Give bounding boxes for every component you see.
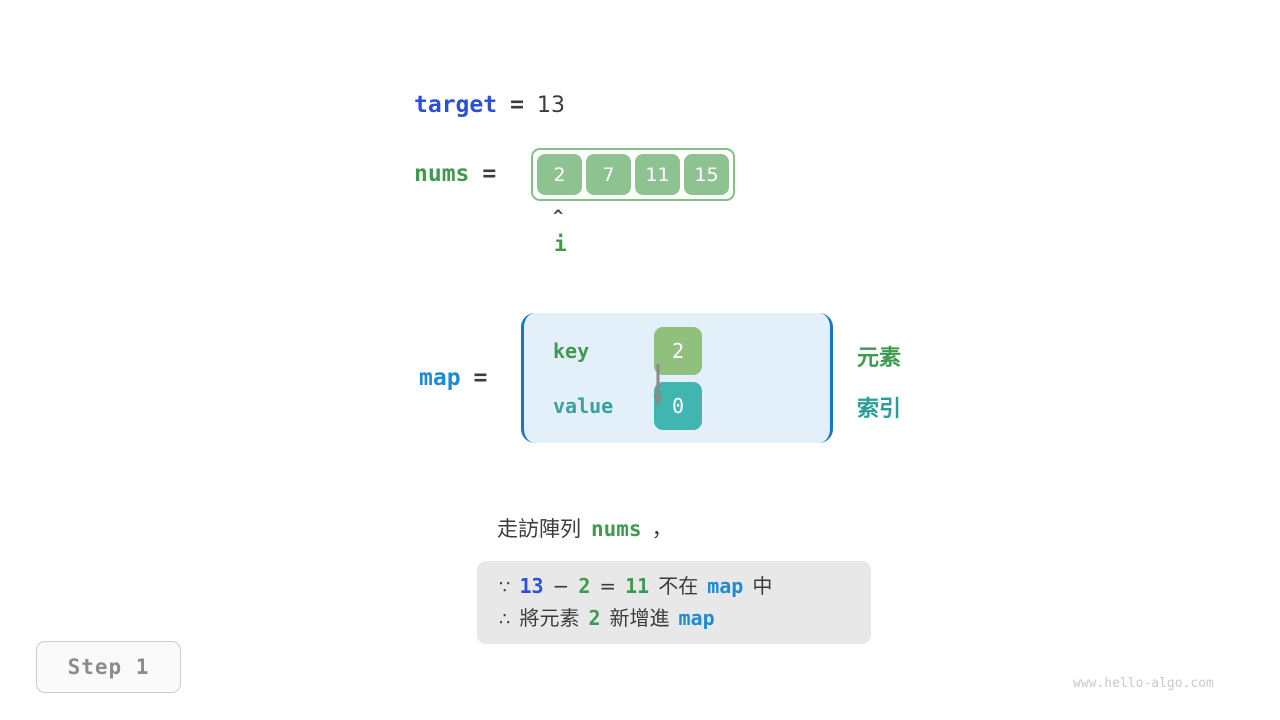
index-pointer-caret-icon: ^: [553, 207, 564, 227]
explanation-minus-operator: −: [552, 574, 570, 599]
key-to-value-arrow-icon: [653, 364, 663, 406]
array-cell-0: 2: [537, 154, 582, 195]
explanation-not-in-text: 不在: [658, 574, 699, 599]
explanation-insert-text: 新增進: [609, 605, 670, 630]
map-value-row: value 0: [524, 381, 830, 430]
explanation-add-element-text: 將元素: [519, 605, 580, 630]
explanation-complement-value: 11: [625, 574, 650, 599]
array-cell-1: 7: [586, 154, 631, 195]
index-pointer-label: i: [554, 232, 567, 256]
map-entry-key-0: 2: [654, 326, 702, 375]
caption-suffix: ，: [651, 517, 673, 541]
map-value-label: value: [553, 393, 614, 418]
explanation-element-value: 2: [578, 574, 591, 599]
explanation-in-suffix: 中: [752, 574, 773, 599]
nums-variable-label: nums: [414, 161, 470, 187]
map-entry-value-0: 0: [654, 381, 702, 430]
explanation-added-element-value: 2: [588, 605, 601, 630]
explanation-map-ref-2: map: [678, 605, 715, 630]
watermark: www.hello-algo.com: [1073, 676, 1214, 691]
map-row-label: map =: [419, 365, 487, 391]
map-container: key 2 value 0: [521, 313, 833, 443]
explanation-map-ref-1: map: [707, 574, 744, 599]
target-variable-label: target: [414, 92, 498, 118]
map-side-note-element: 元素: [857, 346, 902, 371]
caption-prefix: 走訪陣列: [497, 517, 581, 541]
array-cell-3: 15: [684, 154, 729, 195]
map-side-note-index: 索引: [857, 397, 902, 422]
map-rows: key 2 value 0: [524, 313, 830, 443]
therefore-symbol-icon: ∴: [499, 608, 511, 630]
map-variable-label: map: [419, 365, 461, 391]
explanation-target-value: 13: [519, 574, 544, 599]
target-equals-sign: =: [510, 92, 524, 118]
map-key-row: key 2: [524, 326, 830, 375]
map-equals-sign: =: [473, 365, 488, 391]
target-value: 13: [536, 93, 565, 118]
explanation-line-2: ∴ 將元素 2 新增進 map: [499, 605, 849, 632]
target-row: target = 13: [414, 92, 565, 118]
array-cell-2: 11: [635, 154, 680, 195]
nums-array-container: 2 7 11 15: [531, 148, 735, 201]
because-symbol-icon: ∵: [499, 577, 511, 599]
explanation-box: ∵ 13 − 2 = 11 不在 map 中 ∴ 將元素 2 新增進 map: [477, 561, 871, 644]
explanation-equals-operator: =: [599, 574, 617, 599]
caption-line: 走訪陣列 nums ，: [497, 513, 673, 543]
explanation-line-1: ∵ 13 − 2 = 11 不在 map 中: [499, 573, 849, 600]
nums-equals-sign: =: [482, 161, 497, 187]
step-badge: Step 1: [36, 641, 181, 693]
caption-code-nums: nums: [591, 517, 642, 541]
nums-row-label: nums =: [414, 161, 496, 187]
map-key-label: key: [553, 338, 590, 363]
